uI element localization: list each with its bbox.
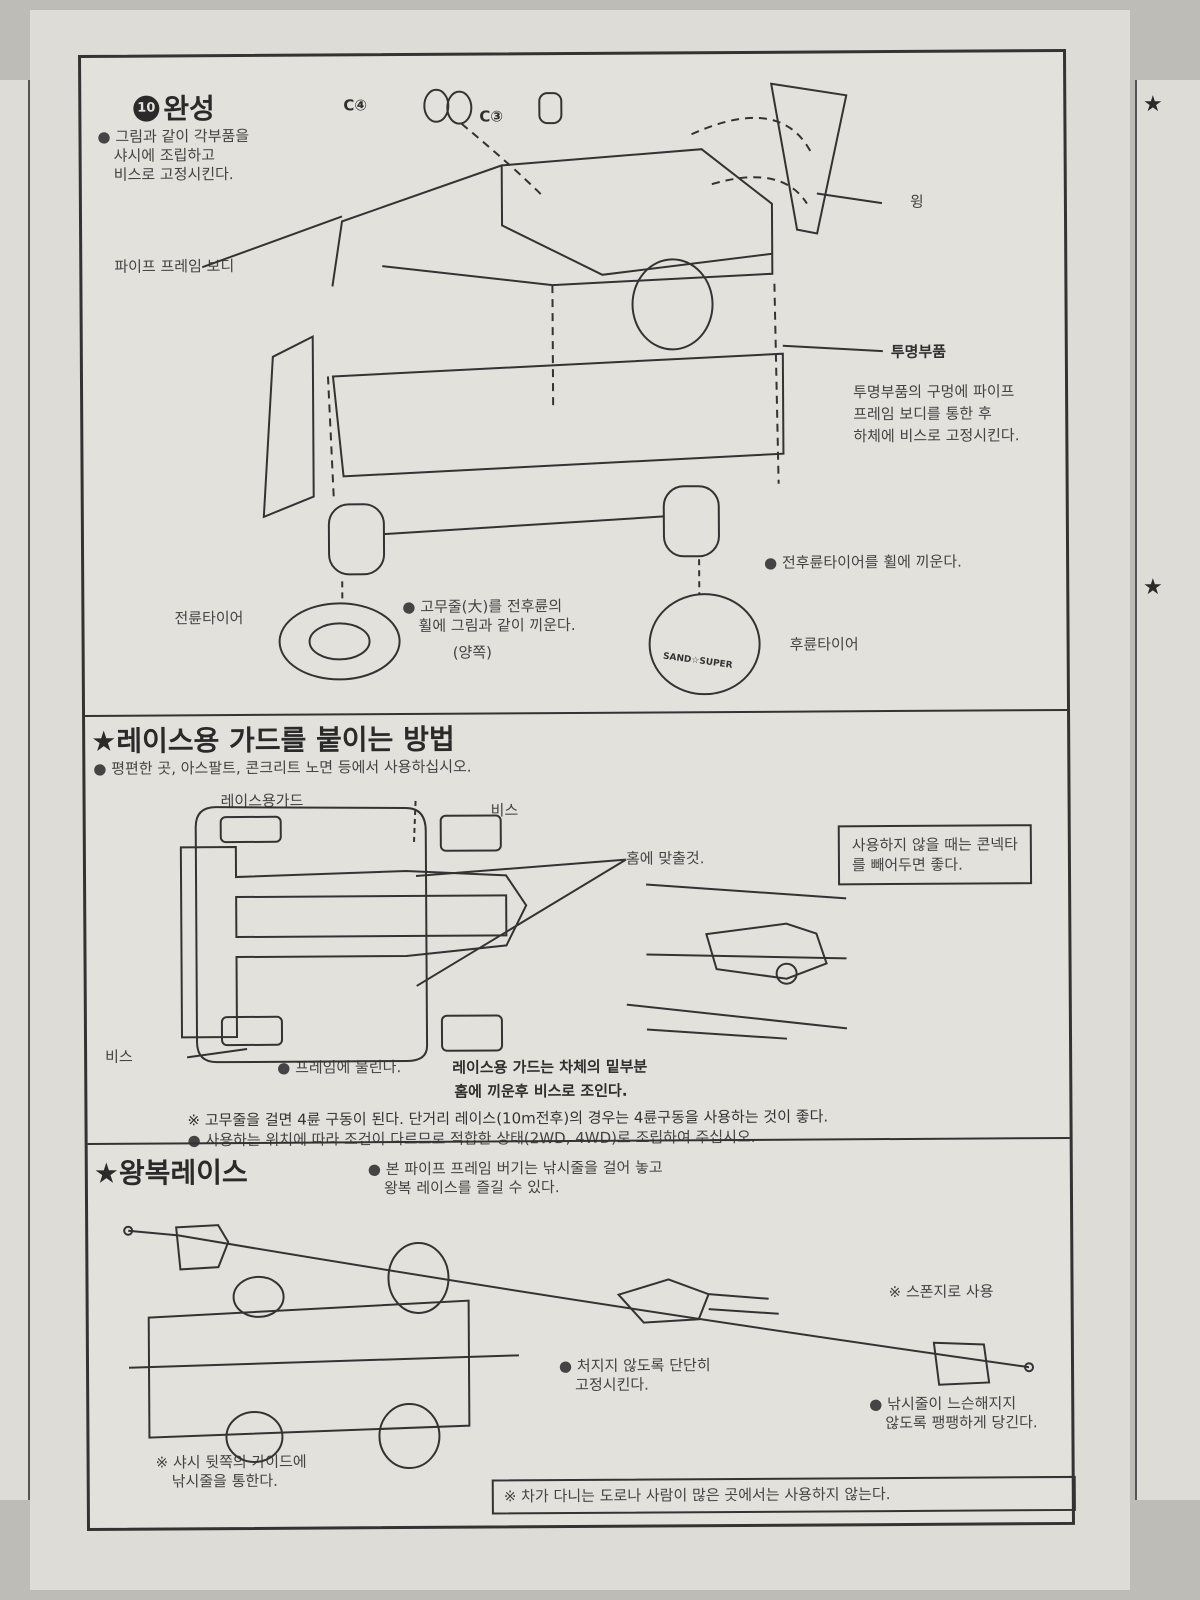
round-trip-drawing [123, 1224, 1035, 1470]
right-page-star: ★ [1143, 575, 1163, 600]
race-guard-drawing [179, 800, 848, 1064]
safety-warning-box: ※ 차가 다니는 도로나 사람이 많은 곳에서는 사용하지 않는다. [491, 1475, 1076, 1515]
left-page-edge [0, 80, 30, 1500]
step-completion-section: 10 완성 ● 그림과 같이 각부품을 샤시에 조립하고 비스로 고정시킨다. … [81, 52, 1063, 696]
instruction-panel: 10 완성 ● 그림과 같이 각부품을 샤시에 조립하고 비스로 고정시킨다. … [78, 48, 1076, 1531]
warning-text: ※ 차가 다니는 도로나 사람이 많은 곳에서는 사용하지 않는다. [503, 1485, 891, 1506]
round-trip-race-section: ★왕복레이스 ● 본 파이프 프레임 버기는 낚시줄을 걸어 놓고 왕복 레이스… [81, 52, 1076, 1515]
right-page: ★ ★ [1135, 80, 1200, 1500]
right-page-star: ★ [1143, 92, 1163, 117]
buggy-assembly-drawing [201, 82, 883, 696]
race-guard-section: ★레이스용 가드를 붙이는 방법 ● 평편한 곳, 아스팔트, 콘크리트 노면 … [81, 52, 1063, 1149]
